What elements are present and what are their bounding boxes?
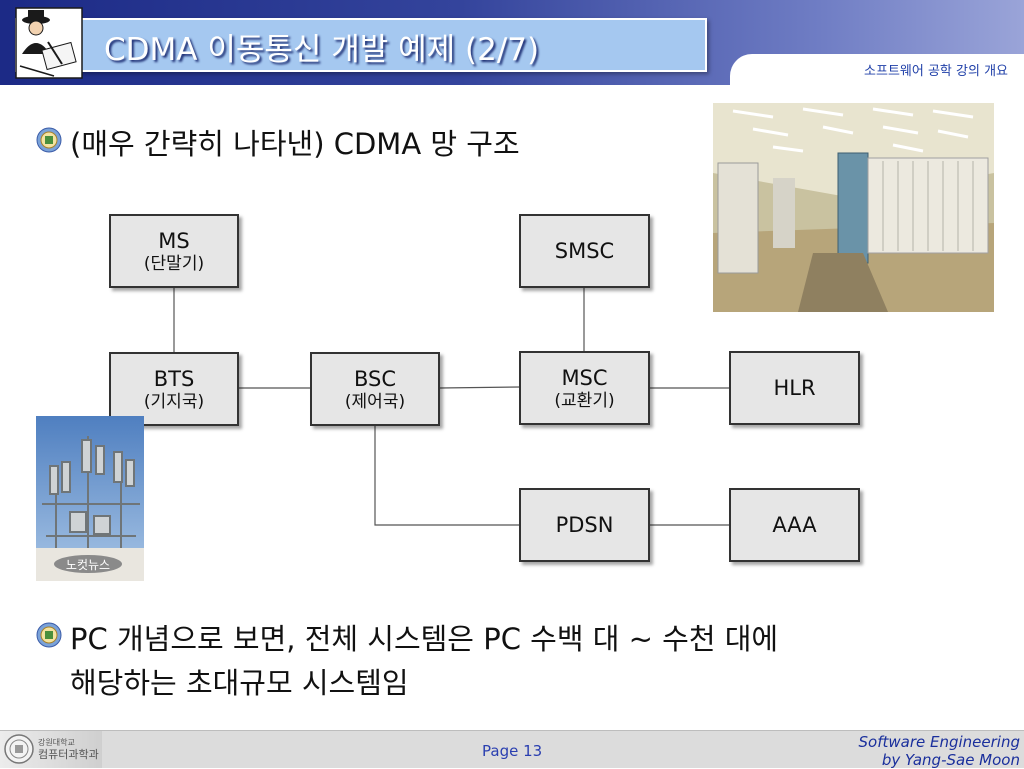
- node-hlr: HLR: [729, 351, 860, 425]
- node-msc-sublabel: (교환기): [554, 390, 615, 411]
- credit-author: by Yang-Sae Moon: [881, 751, 1020, 769]
- node-msc-label: MSC: [561, 365, 608, 390]
- bullet-seal-icon: [36, 622, 62, 648]
- university-name: 강원대학교: [38, 738, 75, 747]
- tower-watermark: 노컷뉴스: [66, 558, 110, 572]
- server-room-photo: [713, 103, 994, 312]
- node-pdsn: PDSN: [519, 488, 650, 562]
- node-bsc: BSC (제어국): [310, 352, 440, 426]
- node-pdsn-label: PDSN: [555, 512, 614, 537]
- edge-bsc-pdsn: [374, 426, 520, 526]
- edge-bsc-msc: [439, 386, 521, 389]
- department-name: 컴퓨터과학과: [38, 748, 99, 761]
- node-smsc-label: SMSC: [554, 238, 615, 263]
- node-ms: MS (단말기): [109, 214, 239, 288]
- page-number: Page 13: [482, 742, 543, 760]
- bullet-text: (매우 간략히 나타낸) CDMA 망 구조: [70, 127, 520, 161]
- course-tab: [730, 54, 1024, 85]
- bullet-text-line2: 해당하는 초대규모 시스템임: [70, 666, 409, 700]
- bullet-text-line1: PC 개념으로 보면, 전체 시스템은 PC 수백 대 ~ 수천 대에: [70, 622, 779, 656]
- university-seal-icon: [4, 734, 34, 764]
- credit-course: Software Engineering: [858, 733, 1020, 751]
- node-bsc-sublabel: (제어국): [344, 391, 406, 412]
- node-bts: BTS (기지국): [109, 352, 239, 426]
- node-bts-sublabel: (기지국): [143, 391, 205, 412]
- node-ms-sublabel: (단말기): [143, 253, 205, 274]
- node-ms-label: MS: [158, 228, 190, 253]
- node-bts-label: BTS: [153, 366, 195, 391]
- title-box: [15, 18, 707, 72]
- node-aaa: AAA: [729, 488, 860, 562]
- professor-logo-icon: [14, 6, 84, 80]
- slide-title: CDMA 이동통신 개발 예제 (2/7): [104, 32, 540, 68]
- node-aaa-label: AAA: [772, 512, 817, 537]
- bullet-seal-icon: [36, 127, 62, 153]
- cell-tower-photo: 노컷뉴스: [36, 416, 144, 581]
- node-hlr-label: HLR: [773, 375, 816, 400]
- course-label: 소프트웨어 공학 강의 개요: [864, 64, 1008, 79]
- node-smsc: SMSC: [519, 214, 650, 288]
- node-msc: MSC (교환기): [519, 351, 650, 425]
- footer-band: [0, 730, 1024, 768]
- node-bsc-label: BSC: [353, 366, 397, 391]
